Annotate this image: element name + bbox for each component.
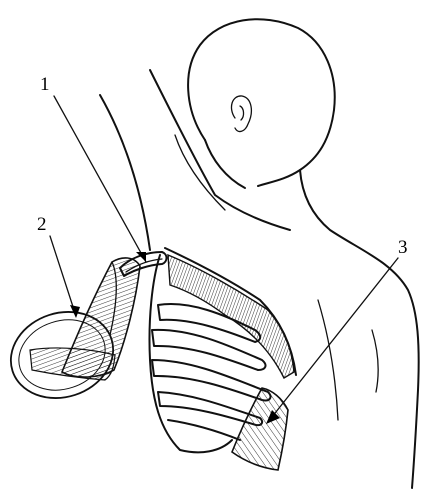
head-outline: [188, 19, 335, 188]
label-2: 2: [37, 214, 47, 235]
muscle-flap-3: [232, 388, 288, 470]
raised-arm: [100, 70, 290, 250]
ear: [231, 96, 251, 132]
pointer-line-1: [54, 96, 146, 262]
label-3: 3: [398, 237, 408, 258]
label-1: 1: [40, 74, 50, 95]
torso-outline: [300, 170, 419, 488]
pointer-line-2: [50, 236, 80, 318]
